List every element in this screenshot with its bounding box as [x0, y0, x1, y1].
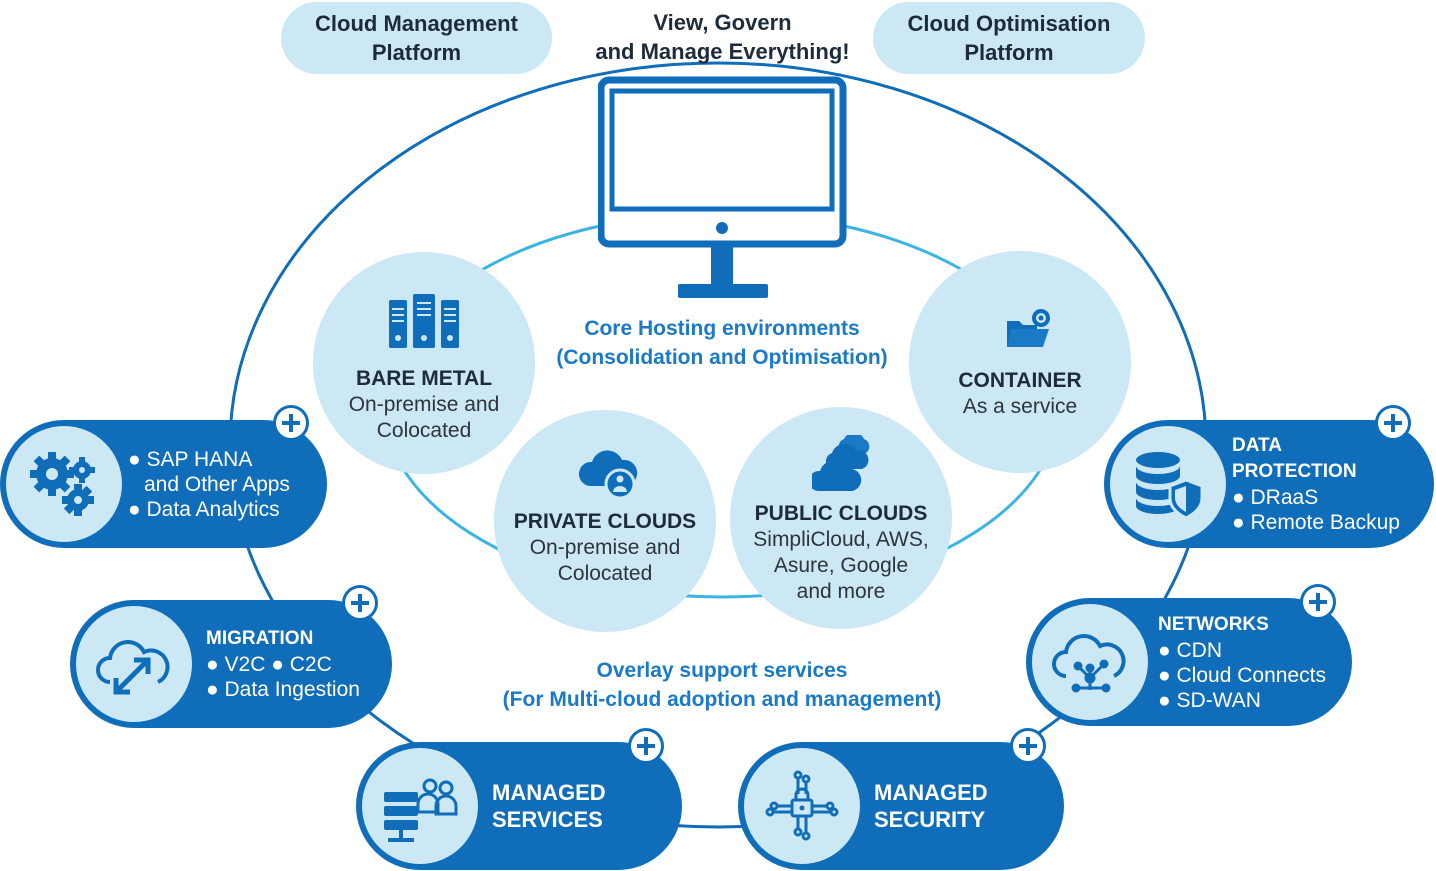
service-icon-disc	[1110, 426, 1226, 542]
migration-expand-button[interactable]	[342, 585, 378, 621]
circle-subtitle: Colocated	[557, 562, 653, 585]
private-cloud-icon	[578, 450, 638, 500]
folder-gear-icon	[1007, 309, 1050, 347]
data-protection-pill[interactable]: DATA PROTECTION ● DRaaS ● Remote Backup	[1104, 420, 1434, 548]
cloud-migration-icon	[96, 640, 170, 695]
service-item: ● SAP HANA	[128, 447, 253, 471]
service-heading: MIGRATION	[206, 628, 314, 649]
service-heading: MANAGED	[492, 780, 606, 805]
service-heading: SERVICES	[492, 807, 603, 832]
managed-security-pill[interactable]: MANAGED SECURITY	[738, 742, 1064, 870]
server-users-icon	[384, 778, 458, 842]
networks-service-pill[interactable]: NETWORKS ● CDN ● Cloud Connects ● SD-WAN	[1026, 598, 1352, 726]
service-icon-disc	[1032, 604, 1148, 720]
service-item: ● SD-WAN	[1158, 688, 1261, 712]
pill-line: Platform	[964, 40, 1054, 65]
apps-expand-button[interactable]	[273, 405, 309, 441]
service-text: MIGRATION ● V2C ● C2C ● Data Ingestion	[206, 600, 360, 728]
service-heading: MANAGED	[874, 780, 988, 805]
service-text: NETWORKS ● CDN ● Cloud Connects ● SD-WAN	[1158, 598, 1326, 726]
overlay-support-title: Overlay support services (For Multi-clou…	[472, 656, 972, 714]
monitor-icon	[598, 76, 847, 298]
service-item: ● CDN	[1158, 638, 1223, 662]
service-item: ● Data Analytics	[128, 497, 280, 521]
service-heading: NETWORKS	[1158, 613, 1269, 635]
service-item: and Other Apps	[144, 472, 290, 496]
managed-security-expand-button[interactable]	[1010, 728, 1046, 764]
public-clouds-circle: PUBLIC CLOUDS SimpliCloud, AWS, Asure, G…	[730, 407, 952, 629]
service-item: ● Cloud Connects	[1158, 663, 1326, 687]
pill-line: Platform	[371, 40, 462, 65]
circle-subtitle: As a service	[962, 395, 1078, 418]
service-heading: DATA	[1232, 435, 1282, 456]
service-heading: PROTECTION	[1232, 461, 1357, 482]
gears-icon	[30, 452, 95, 516]
circle-subtitle: and more	[796, 580, 886, 603]
circle-subtitle: On-premise and	[529, 536, 681, 559]
core-title-line: (Consolidation and Optimisation)	[556, 346, 888, 369]
cloud-management-platform-pill: Cloud Management Platform	[281, 2, 552, 74]
circle-title: CONTAINER	[958, 369, 1082, 392]
circle-subtitle: Colocated	[376, 419, 472, 442]
service-text: MANAGED SERVICES	[492, 742, 606, 870]
service-text: ● SAP HANA and Other Apps ● Data Analyti…	[128, 420, 290, 548]
public-clouds-icon	[812, 435, 870, 491]
circle-subtitle: On-premise and	[348, 393, 500, 416]
bare-metal-circle: BARE METAL On-premise and Colocated	[313, 252, 535, 474]
data-protection-expand-button[interactable]	[1375, 405, 1411, 441]
service-icon-disc	[744, 748, 860, 864]
server-rack-icon	[389, 294, 459, 348]
service-item: ● V2C ● C2C	[206, 653, 332, 676]
private-clouds-circle: PRIVATE CLOUDS On-premise and Colocated	[494, 410, 716, 632]
service-item: ● DRaaS	[1232, 486, 1319, 509]
overlay-title-line: Overlay support services	[596, 659, 848, 682]
circle-title: PRIVATE CLOUDS	[513, 510, 697, 533]
overlay-title-line: (For Multi-cloud adoption and management…	[502, 688, 942, 711]
circle-title: PUBLIC CLOUDS	[754, 502, 928, 525]
circuit-lock-icon	[765, 770, 839, 841]
circle-subtitle: SimpliCloud, AWS,	[753, 528, 929, 551]
database-shield-icon	[1136, 452, 1204, 520]
circle-subtitle: Asure, Google	[773, 554, 909, 577]
migration-service-pill[interactable]: MIGRATION ● V2C ● C2C ● Data Ingestion	[70, 600, 392, 728]
core-hosting-title: Core Hosting environments (Consolidation…	[520, 314, 924, 372]
heading-line: View, Govern	[653, 10, 792, 35]
cloud-network-icon	[1052, 634, 1126, 693]
pill-line: Cloud Optimisation	[907, 11, 1111, 36]
cloud-optimisation-platform-pill: Cloud Optimisation Platform	[873, 2, 1145, 74]
heading-line: and Manage Everything!	[595, 39, 850, 64]
apps-service-pill[interactable]: ● SAP HANA and Other Apps ● Data Analyti…	[0, 420, 327, 548]
view-govern-heading: View, Govern and Manage Everything!	[570, 8, 875, 66]
service-icon-disc	[76, 606, 192, 722]
service-item: ● Data Ingestion	[206, 678, 360, 701]
service-item: ● Remote Backup	[1232, 511, 1400, 534]
service-text: DATA PROTECTION ● DRaaS ● Remote Backup	[1232, 420, 1400, 548]
service-text: MANAGED SECURITY	[874, 742, 988, 870]
pill-line: Cloud Management	[315, 11, 518, 36]
circle-title: BARE METAL	[355, 367, 493, 390]
service-heading: SECURITY	[874, 807, 986, 832]
networks-expand-button[interactable]	[1300, 584, 1336, 620]
core-title-line: Core Hosting environments	[584, 317, 860, 340]
service-icon-disc	[6, 426, 122, 542]
managed-services-expand-button[interactable]	[628, 728, 664, 764]
managed-services-pill[interactable]: MANAGED SERVICES	[356, 742, 682, 870]
service-icon-disc	[362, 748, 478, 864]
container-circle: CONTAINER As a service	[909, 251, 1131, 473]
